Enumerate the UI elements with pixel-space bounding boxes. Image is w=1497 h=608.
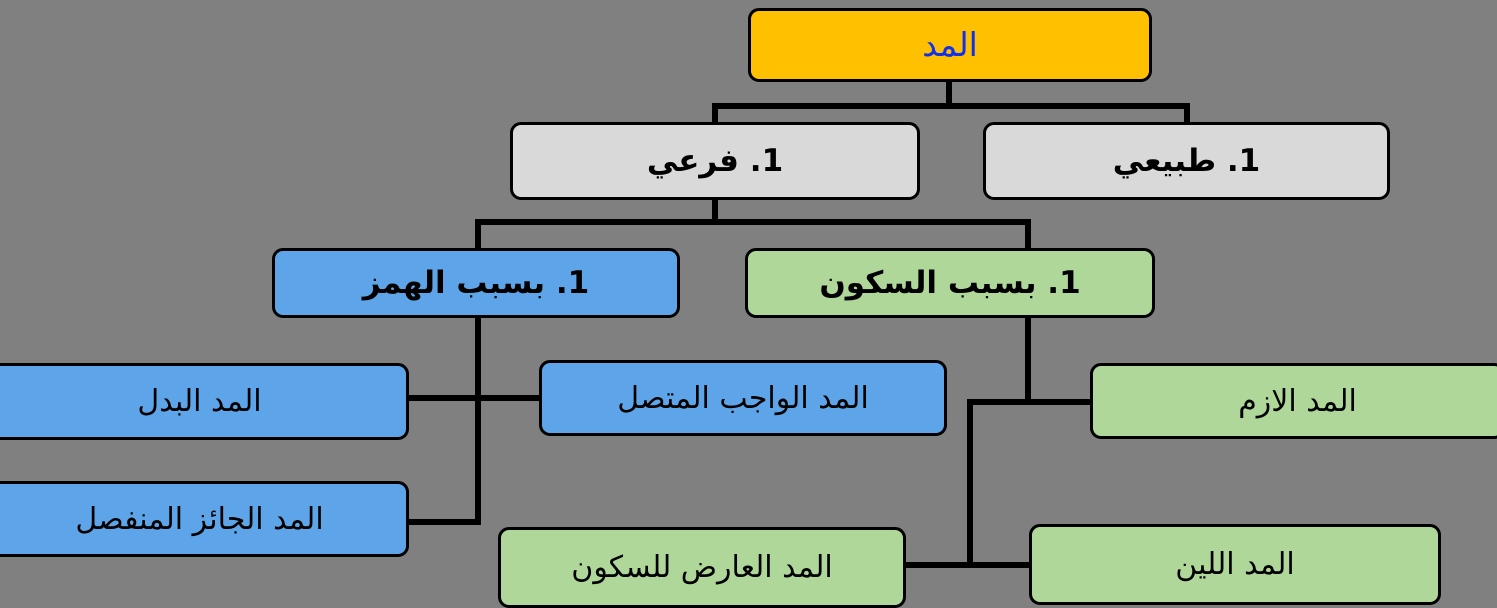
node-almadd-alleen[interactable]: المد اللين — [1029, 524, 1441, 605]
connector-farei-bus — [475, 219, 1031, 225]
node-almadd-alleen-label: المد اللين — [1175, 547, 1295, 582]
node-almadd-albadal[interactable]: المد البدل — [0, 363, 409, 440]
node-root-almadd[interactable]: المد — [748, 8, 1152, 82]
node-bisabab-alsukoon-label: 1. بسبب السكون — [819, 264, 1081, 301]
node-farei[interactable]: 1. فرعي — [510, 122, 920, 200]
connector-sukoon-to-lazim — [1031, 399, 1093, 405]
node-farei-label: 1. فرعي — [646, 142, 784, 179]
connector-sukoon-to-arid — [901, 562, 973, 568]
node-bisabab-alsukoon[interactable]: 1. بسبب السكون — [745, 248, 1155, 318]
node-almadd-alwajib-almuttasil[interactable]: المد الواجب المتصل — [539, 360, 947, 436]
node-almadd-albadal-label: المد البدل — [137, 384, 262, 419]
connector-sukoon-trunk — [1025, 318, 1031, 402]
connector-sukoon-drop — [967, 399, 973, 568]
connector-root-bus — [712, 103, 1190, 109]
node-tabiei[interactable]: 1. طبيعي — [983, 122, 1390, 200]
node-root-label: المد — [922, 24, 978, 64]
node-almadd-aljaiz-almunfasil[interactable]: المد الجائز المنفصل — [0, 481, 409, 557]
node-almadd-allazim-label: المد الازم — [1238, 383, 1357, 419]
connector-hamz-to-badal — [406, 395, 478, 401]
connector-hamz-to-munfasil — [406, 519, 480, 525]
node-almadd-allazim[interactable]: المد الازم — [1090, 363, 1497, 439]
node-bisabab-alhamz-label: 1. بسبب الهمز — [362, 264, 590, 301]
connector-farei-to-sukoon — [1025, 219, 1031, 250]
connector-farei-stem — [712, 200, 718, 222]
node-almadd-alwajib-almuttasil-label: المد الواجب المتصل — [617, 380, 869, 416]
connector-root-stem — [946, 82, 952, 108]
node-tabiei-label: 1. طبيعي — [1112, 142, 1261, 179]
connector-hamz-to-wajib — [478, 395, 540, 401]
connector-sukoon-bus-top — [967, 399, 1093, 405]
node-almadd-aljaiz-almunfasil-label: المد الجائز المنفصل — [75, 501, 324, 537]
node-bisabab-alhamz[interactable]: 1. بسبب الهمز — [272, 248, 680, 318]
connector-root-to-farei — [712, 103, 718, 125]
connector-root-to-tabiei — [1184, 103, 1190, 125]
connector-farei-to-hamz — [475, 219, 481, 250]
node-almadd-alarid-lilsukoon[interactable]: المد العارض للسكون — [498, 527, 906, 608]
node-almadd-alarid-lilsukoon-label: المد العارض للسكون — [571, 550, 833, 585]
connector-sukoon-to-leen — [967, 562, 1035, 568]
connector-hamz-trunk — [475, 318, 481, 525]
